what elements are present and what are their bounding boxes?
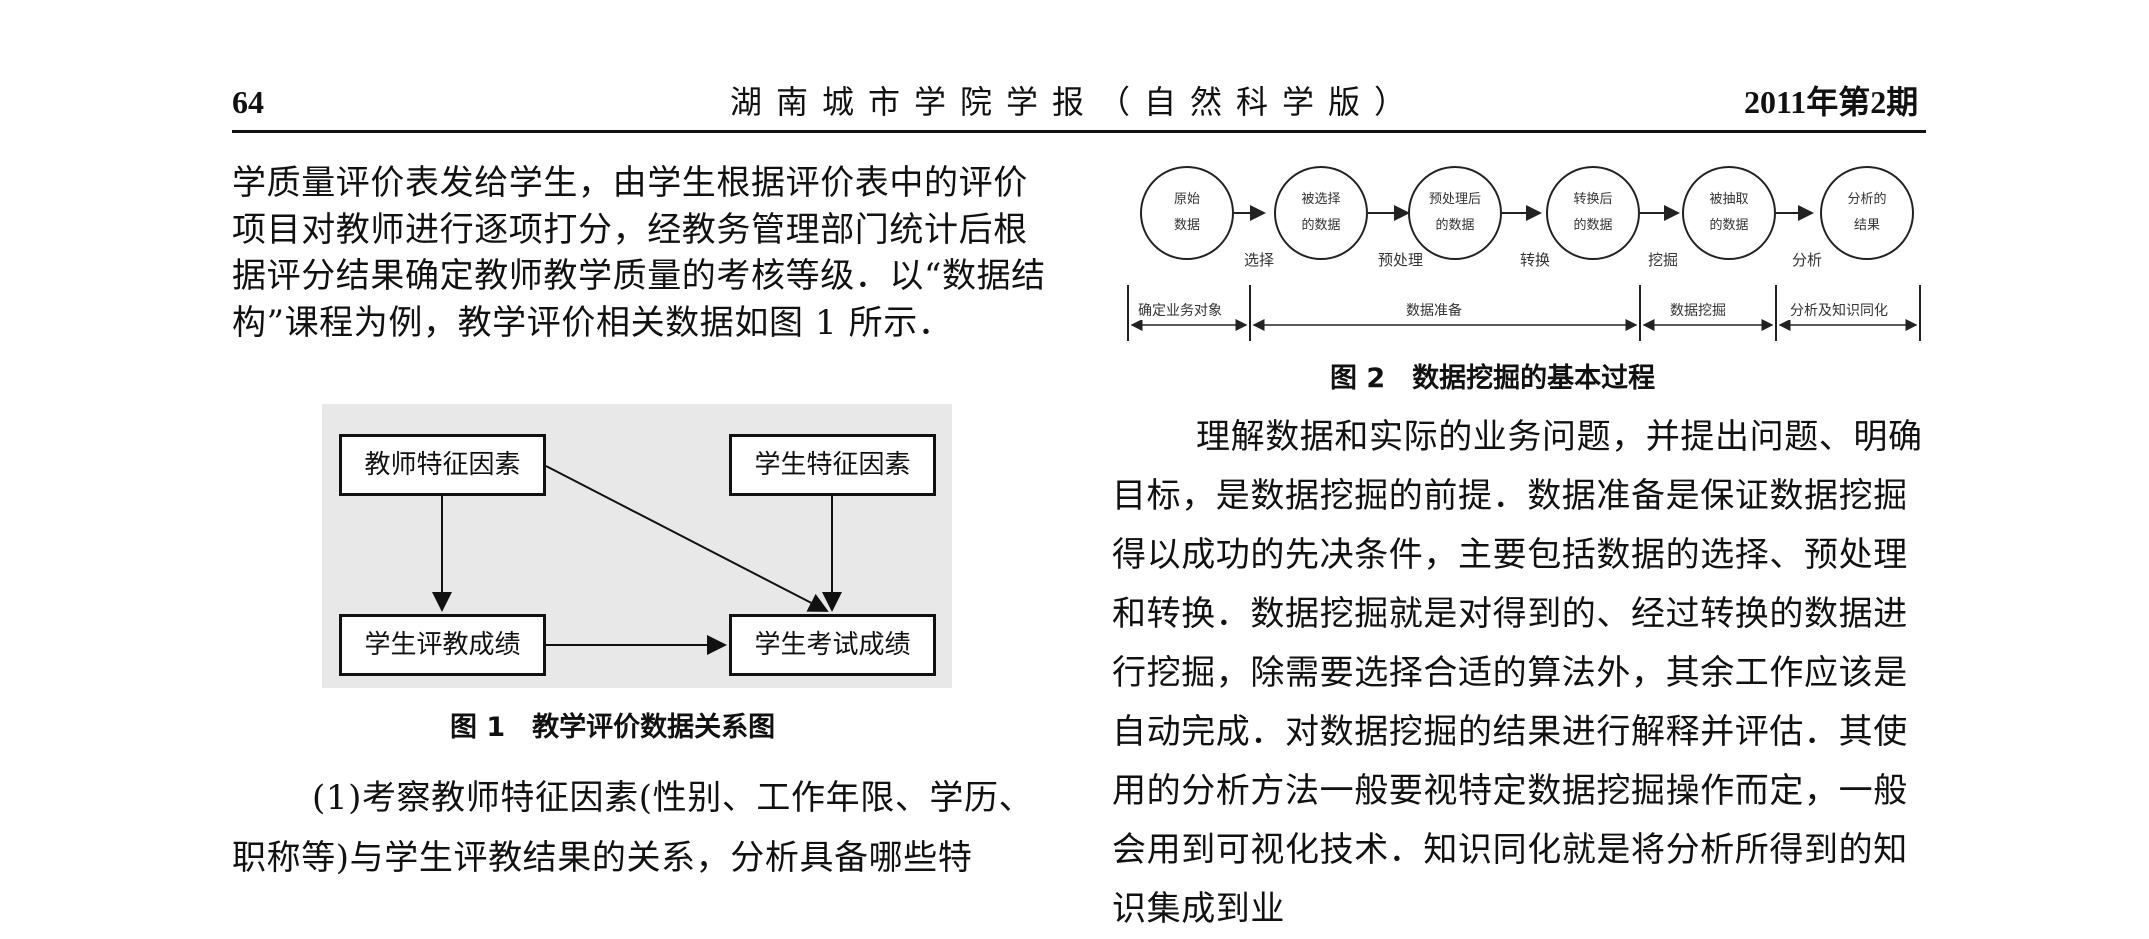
- left-paragraph-top: 学质量评价表发给学生，由学生根据评价表中的评价项目对教师进行逐项打分，经教务管理…: [232, 163, 1046, 343]
- node-line: 数据: [1173, 218, 1200, 233]
- node-analysis-results: 分析的 结果: [1820, 166, 1914, 260]
- right-paragraph: 理解数据和实际的业务问题，并提出问题、明确目标，是数据挖掘的前提．数据准备是保证…: [1112, 417, 1923, 929]
- phase-label: 分析及知识同化: [1786, 300, 1892, 320]
- step-label: 挖掘: [1648, 251, 1679, 269]
- figure-2-lines: [1127, 205, 1921, 341]
- figure-1: 教师特征因素 学生特征因素 学生评教成绩 学生考试成绩: [322, 404, 952, 688]
- box-teaching-evaluation: 学生评教成绩: [339, 614, 546, 676]
- node-line: 预处理后: [1428, 192, 1481, 207]
- header-rule: [232, 130, 1926, 133]
- node-transformed-data: 转换后 的数据: [1546, 166, 1640, 260]
- box-exam-scores: 学生考试成绩: [729, 614, 936, 676]
- node-line: 的数据: [1301, 218, 1341, 233]
- node-preprocessed-data: 预处理后 的数据: [1408, 166, 1502, 260]
- box-student-factors: 学生特征因素: [729, 434, 936, 496]
- node-selected-data: 被选择 的数据: [1274, 166, 1368, 260]
- node-line: 转换后: [1573, 192, 1613, 207]
- figure-2: 原始 数据 被选择 的数据 预处理后 的数据 转换后 的数据 被抽取 的数据 分…: [1120, 155, 1930, 355]
- journal-title: 湖南城市学院学报（自然科学版）: [730, 83, 1421, 121]
- left-paragraph-bottom: (1)考察教师特征因素(性别、工作年限、学历、职称等)与学生评教结果的关系，分析…: [232, 778, 1034, 878]
- step-label: 分析: [1792, 251, 1823, 269]
- node-line: 的数据: [1573, 218, 1613, 233]
- box-teacher-factors: 教师特征因素: [339, 434, 546, 496]
- figure-1-caption: 图 1 教学评价数据关系图: [450, 712, 776, 743]
- step-label: 预处理: [1378, 251, 1424, 269]
- node-line: 被选择: [1301, 192, 1341, 207]
- node-line: 被抽取: [1709, 192, 1749, 207]
- node-line: 结果: [1853, 218, 1880, 233]
- node-line: 的数据: [1709, 218, 1749, 233]
- phase-label: 数据挖掘: [1666, 300, 1730, 320]
- step-label: 选择: [1244, 251, 1275, 269]
- node-raw-data: 原始 数据: [1140, 166, 1234, 260]
- node-line: 原始: [1173, 192, 1200, 207]
- issue-label: 2011年第2期: [1744, 84, 1919, 120]
- figure-2-caption: 图 2 数据挖掘的基本过程: [1330, 363, 1656, 394]
- phase-label: 确定业务对象: [1134, 300, 1226, 320]
- figure-1-arrows: [432, 465, 842, 655]
- page-number: 64: [232, 84, 264, 120]
- arrow-teacher-to-exam: [545, 465, 829, 612]
- step-label: 转换: [1520, 251, 1551, 269]
- node-line: 的数据: [1435, 218, 1475, 233]
- phase-label: 数据准备: [1402, 300, 1466, 320]
- node-line: 分析的: [1847, 192, 1887, 207]
- node-extracted-data: 被抽取 的数据: [1682, 166, 1776, 260]
